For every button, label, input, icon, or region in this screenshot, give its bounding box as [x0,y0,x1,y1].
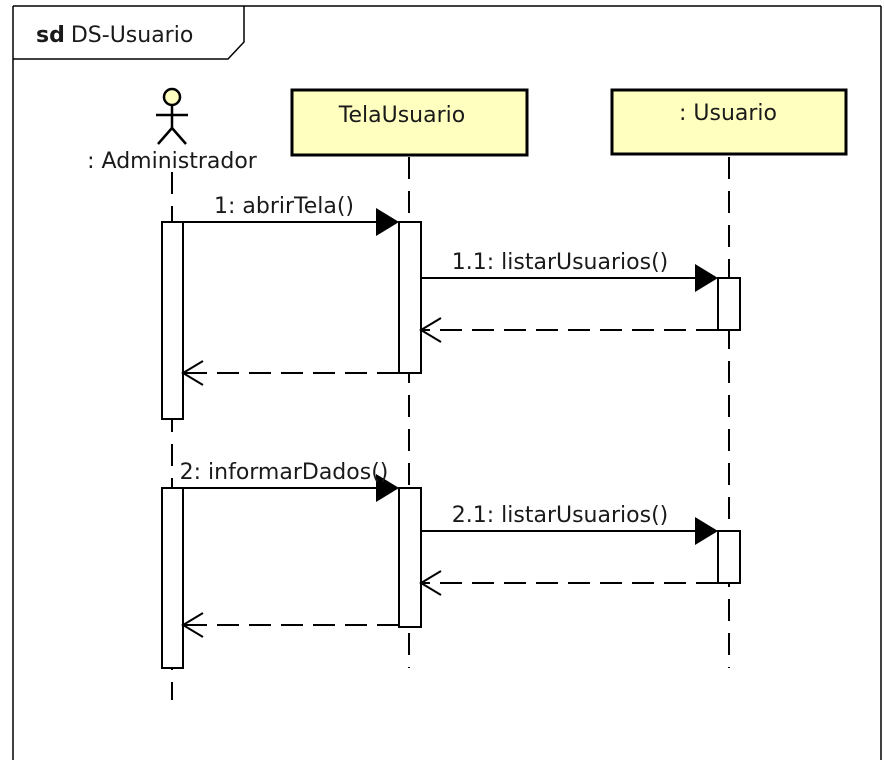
actor-administrador: : Administrador [87,87,258,174]
stick-figure-actor-icon [156,87,188,145]
message-listarusuarios-1: 1.1: listarUsuarios() [421,250,718,292]
lifeline-label-usuario: : Usuario [679,101,777,126]
message-label: 2: informarDados() [180,460,389,485]
message-listarusuarios-2: 2.1: listarUsuarios() [421,503,718,545]
activation-tela-2 [398,487,422,628]
reply-message-2 [181,612,399,638]
frame-name: DS-Usuario [71,23,193,48]
frame-keyword: sd [36,23,65,48]
activation-actor-2 [161,487,184,669]
reply-message-1-1 [419,317,718,343]
message-label: 1.1: listarUsuarios() [452,250,668,275]
activation-tela-1 [398,221,422,374]
activation-actor-1 [161,221,184,420]
actor-label: : Administrador [87,149,258,174]
reply-message-1 [181,360,399,386]
lifeline-label-telausuario: TelaUsuario [338,103,465,128]
message-abrirtela: 1: abrirTela() [183,194,399,236]
message-label: 2.1: listarUsuarios() [452,503,668,528]
activation-usuario-2 [717,530,741,584]
message-label: 1: abrirTela() [214,194,354,219]
message-informardados: 2: informarDados() [180,460,399,502]
lifeline-head-telausuario: TelaUsuario [290,88,529,157]
reply-message-2-1 [419,570,718,596]
lifeline-head-usuario: : Usuario [610,88,848,156]
activation-usuario-1 [717,277,741,331]
